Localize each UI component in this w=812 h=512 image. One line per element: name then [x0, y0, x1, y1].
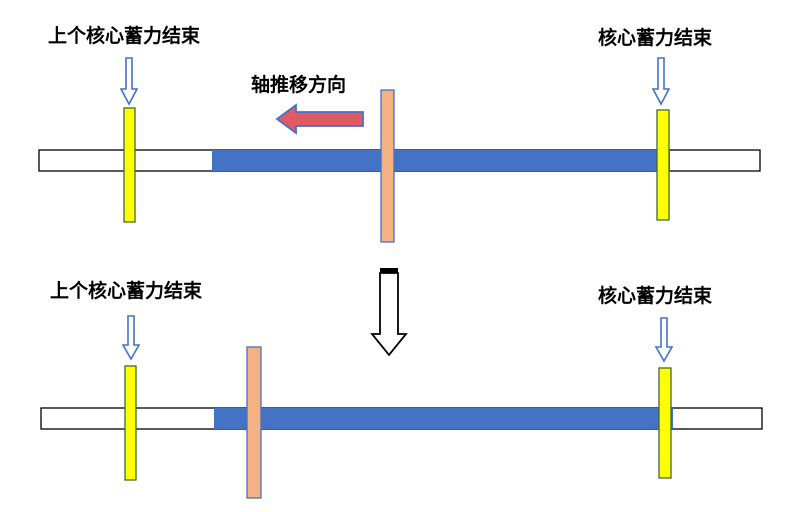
- top-right-yellow-marker: [656, 109, 670, 221]
- top-left-down-arrow-icon: [119, 57, 139, 106]
- top-blue-segment: [212, 150, 670, 171]
- top-panel: 上个核心蓄力结束 核心蓄力结束 轴推移方向: [38, 24, 761, 243]
- bottom-right-down-arrow-icon: [654, 317, 674, 363]
- bottom-right-yellow-marker: [658, 367, 672, 479]
- top-orange-marker: [380, 89, 395, 243]
- bottom-left-yellow-marker: [124, 365, 137, 481]
- bottom-left-down-arrow-icon: [121, 315, 141, 361]
- bottom-blue-segment: [214, 408, 673, 429]
- top-left-yellow-marker: [123, 107, 136, 223]
- bottom-right-marker-label: 核心蓄力结束: [598, 284, 713, 307]
- shift-left-arrow-icon: [275, 103, 364, 135]
- bottom-left-marker-label: 上个核心蓄力结束: [50, 279, 203, 302]
- bottom-panel: 上个核心蓄力结束 核心蓄力结束: [40, 279, 763, 499]
- top-right-down-arrow-icon: [651, 57, 671, 106]
- transition-down-arrow-icon: [370, 268, 408, 357]
- direction-label: 轴推移方向: [251, 73, 346, 96]
- top-right-marker-label: 核心蓄力结束: [598, 26, 713, 49]
- top-left-marker-label: 上个核心蓄力结束: [48, 24, 201, 47]
- bottom-orange-marker: [246, 346, 262, 499]
